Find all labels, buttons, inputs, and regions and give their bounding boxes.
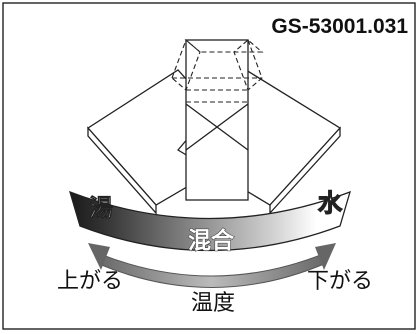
- handle-right-solid-edge: [269, 126, 341, 215]
- lever-body: [185, 39, 249, 201]
- frame-border: [2, 2, 416, 330]
- temperature-band: [69, 190, 351, 252]
- handle-left-solid-edge: [87, 126, 157, 215]
- figure-code: GS-53001.031: [271, 15, 408, 38]
- label-temp-down: 下がる: [307, 269, 373, 294]
- label-temp-up: 上がる: [57, 269, 123, 294]
- temperature-arrow-body: [94, 251, 329, 288]
- arrow-head-right: [315, 243, 336, 270]
- handle-positions: [87, 39, 342, 215]
- band-label-cold: 水: [318, 189, 343, 217]
- label-temperature: 温度: [191, 291, 235, 316]
- band-label-mixed: 混合: [188, 227, 235, 254]
- arrow-head-left: [88, 243, 110, 270]
- lever-cross-lines: [185, 103, 249, 151]
- band-label-hot: 湯: [89, 194, 113, 222]
- handle-center-dashed: [171, 39, 264, 103]
